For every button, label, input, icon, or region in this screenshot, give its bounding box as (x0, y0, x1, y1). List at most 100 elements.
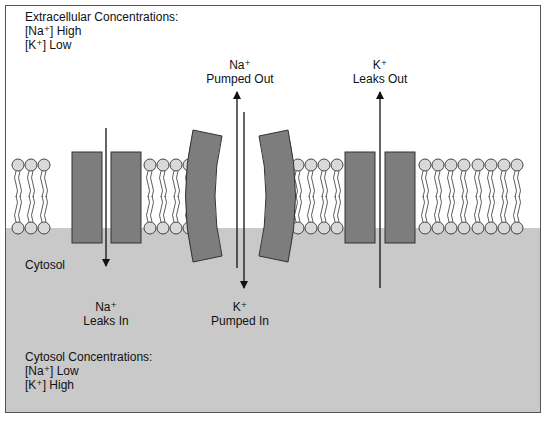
phospholipid (19, 171, 22, 197)
text-label: Extracellular Concentrations: (25, 10, 178, 24)
text-label: Leaks Out (353, 72, 408, 86)
phospholipid (485, 159, 497, 171)
flow-arrow (236, 92, 237, 268)
phospholipid (448, 171, 451, 197)
phospholipid (505, 196, 508, 222)
phospholipid (461, 171, 464, 197)
phospholipid (15, 196, 18, 222)
phospholipid (32, 171, 35, 197)
phospholipid (160, 196, 163, 222)
phospholipid (173, 171, 176, 197)
phospholipid (472, 159, 484, 171)
flow-arrow (243, 112, 244, 288)
phospholipid (511, 159, 523, 171)
phospholipid (514, 196, 517, 222)
phospholipid (439, 196, 442, 222)
phospholipid (173, 196, 176, 222)
phospholipid (38, 222, 50, 234)
phospholipid (312, 171, 315, 197)
phospholipid (305, 159, 317, 171)
phospholipid (511, 222, 523, 234)
phospholipid (452, 196, 455, 222)
channel-protein (385, 152, 415, 243)
text-label: [Na⁺] Low (25, 364, 79, 378)
phospholipid (338, 171, 341, 197)
phospholipid (485, 222, 497, 234)
phospholipid (338, 196, 341, 222)
phospholipid (299, 196, 302, 222)
phospholipid (25, 159, 37, 171)
phospholipid (32, 196, 35, 222)
phospholipid (318, 159, 330, 171)
phospholipid (448, 196, 451, 222)
phospholipid (144, 222, 156, 234)
phospholipid (25, 222, 37, 234)
phospholipid (465, 196, 468, 222)
phospholipid (331, 159, 343, 171)
phospholipid (479, 196, 482, 222)
text-label: Na⁺ (95, 300, 117, 314)
phospholipid (426, 171, 429, 197)
phospholipid (479, 171, 482, 197)
phospholipid (160, 171, 163, 197)
phospholipid (505, 171, 508, 197)
text-label: [K⁺] High (25, 378, 74, 392)
text-label: K⁺ (233, 300, 247, 314)
phospholipid (475, 171, 478, 197)
phospholipid (144, 159, 156, 171)
phospholipid (458, 159, 470, 171)
phospholipid (501, 171, 504, 197)
phospholipid (12, 159, 24, 171)
phospholipid (147, 196, 150, 222)
phospholipid (41, 171, 44, 197)
phospholipid (312, 196, 315, 222)
phospholipid (308, 171, 311, 197)
phospholipid (472, 222, 484, 234)
phospholipid (15, 171, 18, 197)
text-label: Cytosol Concentrations: (25, 350, 152, 364)
phospholipid (422, 171, 425, 197)
phospholipid (331, 222, 343, 234)
phospholipid (318, 222, 330, 234)
phospholipid (45, 196, 48, 222)
phospholipid (445, 222, 457, 234)
phospholipid (498, 222, 510, 234)
pump-protein (186, 130, 223, 262)
phospholipid (488, 171, 491, 197)
phospholipid (28, 196, 31, 222)
flow-arrow (105, 128, 106, 266)
phospholipid (321, 171, 324, 197)
pump-protein (259, 130, 296, 262)
phospholipid (458, 222, 470, 234)
phospholipid (308, 196, 311, 222)
phospholipid (38, 159, 50, 171)
channel-protein (111, 152, 141, 243)
phospholipid (498, 159, 510, 171)
phospholipid (157, 159, 169, 171)
phospholipid (151, 171, 154, 197)
phospholipid (164, 196, 167, 222)
phospholipid (177, 171, 180, 197)
phospholipid (177, 196, 180, 222)
phospholipid (334, 171, 337, 197)
frame (6, 6, 541, 413)
phospholipid (518, 171, 521, 197)
channel-protein (72, 152, 102, 243)
phospholipid (334, 196, 337, 222)
phospholipid (170, 159, 182, 171)
phospholipid (151, 196, 154, 222)
phospholipid (19, 196, 22, 222)
phospholipid (426, 196, 429, 222)
text-label: Cytosol (25, 258, 65, 272)
phospholipid (41, 196, 44, 222)
phospholipid (157, 222, 169, 234)
phospholipid (28, 171, 31, 197)
phospholipid (45, 171, 48, 197)
phospholipid (321, 196, 324, 222)
phospholipid (461, 196, 464, 222)
phospholipid (492, 171, 495, 197)
phospholipid (325, 196, 328, 222)
text-label: Pumped In (211, 314, 269, 328)
phospholipid (514, 171, 517, 197)
